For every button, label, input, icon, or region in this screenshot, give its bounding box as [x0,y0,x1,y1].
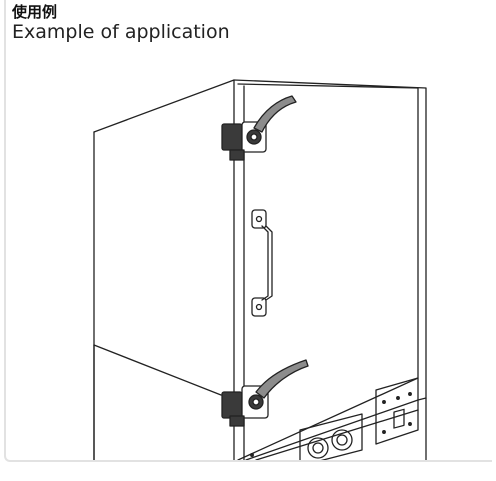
top-clamp [221,95,297,161]
cabinet-left-face [93,79,235,460]
door-right-edge [237,83,419,460]
application-example-card: 使用例 Example of application [4,0,492,462]
knob-right [331,429,353,451]
bottom-hinge-plate [221,391,243,419]
bottom-clamp [221,359,309,427]
cabinet-top-edge [233,79,427,460]
heading-japanese: 使用例 [12,3,58,21]
top-lever [253,95,297,133]
lower-frame [245,397,427,460]
heading-english: Example of application [12,21,230,43]
door-handle [251,209,273,317]
cabinet-base-panel [93,344,222,396]
knob-left [307,437,329,459]
control-panel [250,377,419,460]
top-hinge-plate [221,123,243,151]
bottom-lever [255,359,309,399]
cabinet-illustration [93,79,427,460]
